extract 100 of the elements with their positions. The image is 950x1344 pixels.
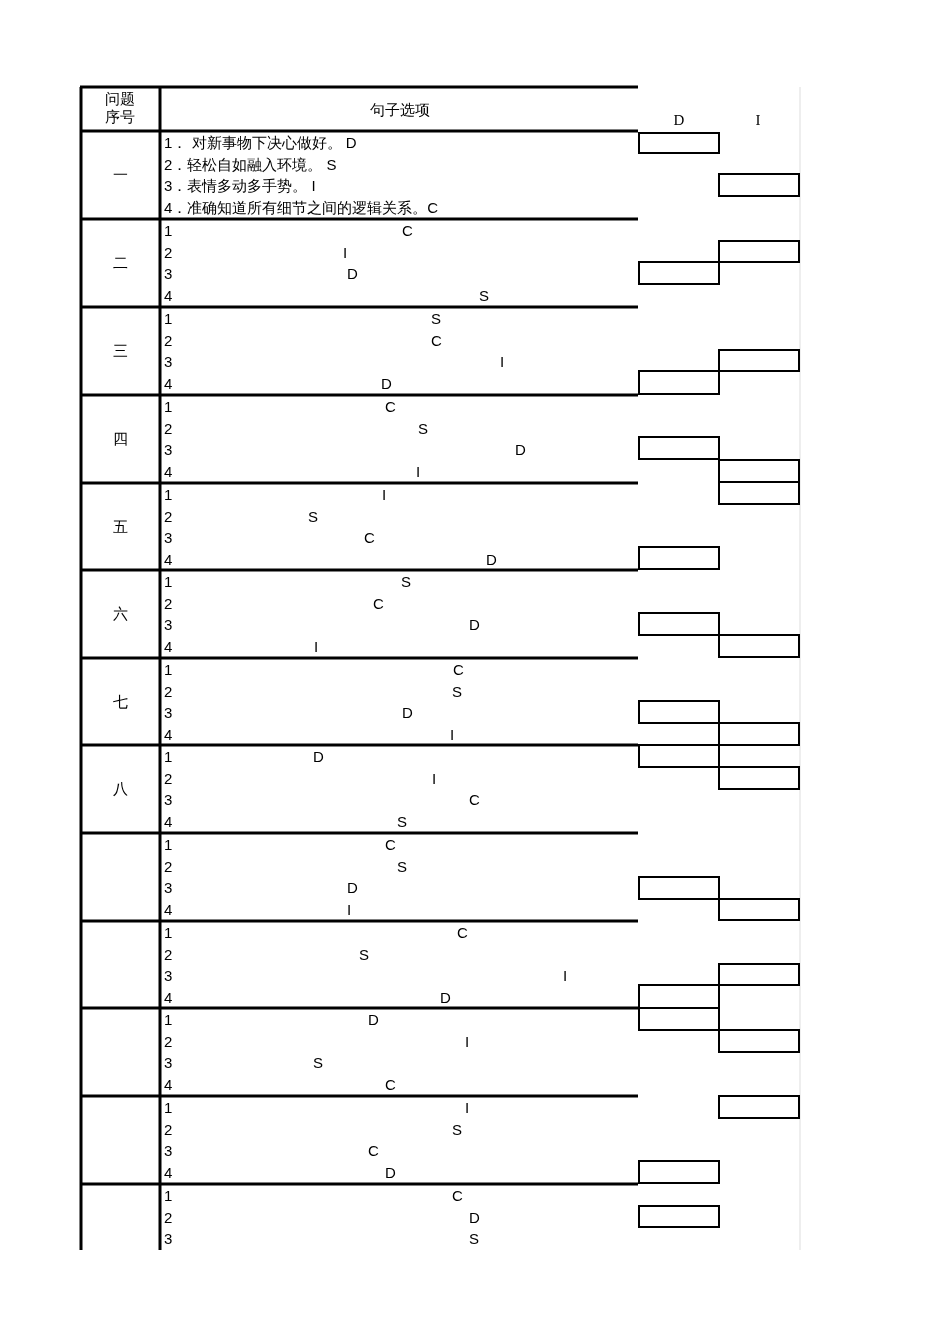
style-letter: D xyxy=(313,748,324,766)
option-number: 4 xyxy=(164,287,173,306)
option-number: 3 xyxy=(164,967,173,986)
option-number: 2 xyxy=(164,594,173,613)
row-number: 七 xyxy=(111,692,129,711)
option-number: 2 xyxy=(164,682,173,701)
style-letter: S xyxy=(431,310,441,328)
option-number: 2 xyxy=(164,945,173,964)
style-letter: D xyxy=(347,265,358,284)
option-number: 4 xyxy=(164,551,173,570)
option-number: 3 xyxy=(164,441,173,460)
style-letter: I xyxy=(343,243,348,262)
style-letter: S xyxy=(397,857,407,876)
option-number: 4 xyxy=(164,813,173,832)
option-number: 2 xyxy=(164,1032,173,1051)
style-letter: I xyxy=(347,901,352,920)
option-number: 3 xyxy=(164,879,173,898)
option-number: 2 xyxy=(164,243,173,262)
option-number: 4 xyxy=(164,901,173,920)
style-letter: D xyxy=(381,375,392,394)
style-letter: C xyxy=(457,924,468,942)
style-letter: I xyxy=(450,726,455,745)
style-letter: C xyxy=(469,791,480,810)
option-text: 1． 对新事物下决心做好。 D xyxy=(164,134,357,152)
style-letter: I xyxy=(314,638,319,657)
option-number: 1 xyxy=(164,486,173,504)
option-number: 3 xyxy=(164,529,173,548)
option-number: 2 xyxy=(164,331,173,350)
style-letter: C xyxy=(431,331,442,350)
style-letter: D xyxy=(469,1208,480,1227)
style-letter: S xyxy=(313,1054,323,1073)
option-number: 1 xyxy=(164,573,173,591)
style-letter: I xyxy=(465,1032,470,1051)
row-number: 二 xyxy=(111,254,129,272)
option-number: 3 xyxy=(164,265,173,284)
option-number: 3 xyxy=(164,704,173,723)
option-text: 3．表情多动多手势。 I xyxy=(164,177,316,196)
option-text: 4．准确知道所有细节之间的逻辑关系。C xyxy=(164,199,439,218)
option-number: 4 xyxy=(164,375,173,394)
style-letter: C xyxy=(385,836,396,854)
option-number: 3 xyxy=(164,616,173,635)
option-number: 3 xyxy=(164,791,173,810)
option-number: 3 xyxy=(164,353,173,372)
option-number: 1 xyxy=(164,836,173,854)
row-number: 四 xyxy=(111,430,129,448)
style-letter: C xyxy=(373,594,384,613)
style-letter: D xyxy=(469,616,480,635)
style-letter: D xyxy=(385,1164,396,1183)
option-number: 2 xyxy=(164,769,173,788)
style-letter: C xyxy=(385,398,396,416)
option-number: 1 xyxy=(164,310,173,328)
option-number: 1 xyxy=(164,748,173,766)
option-number: 2 xyxy=(164,507,173,526)
option-number: 4 xyxy=(164,989,173,1008)
style-letter: C xyxy=(402,222,413,240)
style-letter: I xyxy=(382,486,387,504)
style-letter: C xyxy=(452,1187,463,1205)
option-number: 1 xyxy=(164,661,173,679)
option-number: 3 xyxy=(164,1054,173,1073)
style-letter: S xyxy=(469,1230,479,1249)
row-number: 五 xyxy=(111,517,129,536)
option-number: 4 xyxy=(164,1076,173,1095)
style-letter: S xyxy=(397,813,407,832)
style-letter: I xyxy=(416,463,421,482)
style-letter: I xyxy=(500,353,505,372)
style-letter: D xyxy=(402,704,413,723)
column-header: I xyxy=(754,111,762,129)
style-letter: S xyxy=(308,507,318,526)
option-number: 4 xyxy=(164,726,173,745)
style-letter: D xyxy=(486,551,497,570)
option-number: 4 xyxy=(164,1164,173,1183)
row-number: 八 xyxy=(111,780,129,798)
style-letter: C xyxy=(453,661,464,679)
option-number: 4 xyxy=(164,463,173,482)
style-letter: C xyxy=(364,529,375,548)
row-number: 六 xyxy=(111,605,129,623)
style-letter: D xyxy=(515,441,526,460)
option-number: 4 xyxy=(164,638,173,657)
option-number: 1 xyxy=(164,1099,173,1117)
option-number: 2 xyxy=(164,419,173,438)
style-letter: S xyxy=(418,419,428,438)
column-header: D xyxy=(672,111,686,129)
style-letter: D xyxy=(347,879,358,898)
option-number: 1 xyxy=(164,1011,173,1029)
style-letter: C xyxy=(385,1076,396,1095)
option-number: 1 xyxy=(164,222,173,240)
column-header: 问题序号 xyxy=(104,90,136,126)
option-number: 1 xyxy=(164,924,173,942)
style-letter: S xyxy=(401,573,411,591)
style-letter: C xyxy=(368,1142,379,1161)
option-number: 3 xyxy=(164,1230,173,1249)
style-letter: S xyxy=(452,682,462,701)
style-letter: I xyxy=(432,769,437,788)
option-text: 2．轻松自如融入环境。 S xyxy=(164,155,337,174)
option-number: 1 xyxy=(164,1187,173,1205)
column-header: 句子选项 xyxy=(369,101,431,119)
style-letter: D xyxy=(440,989,451,1008)
style-letter: S xyxy=(452,1120,462,1139)
option-number: 2 xyxy=(164,857,173,876)
option-number: 2 xyxy=(164,1208,173,1227)
